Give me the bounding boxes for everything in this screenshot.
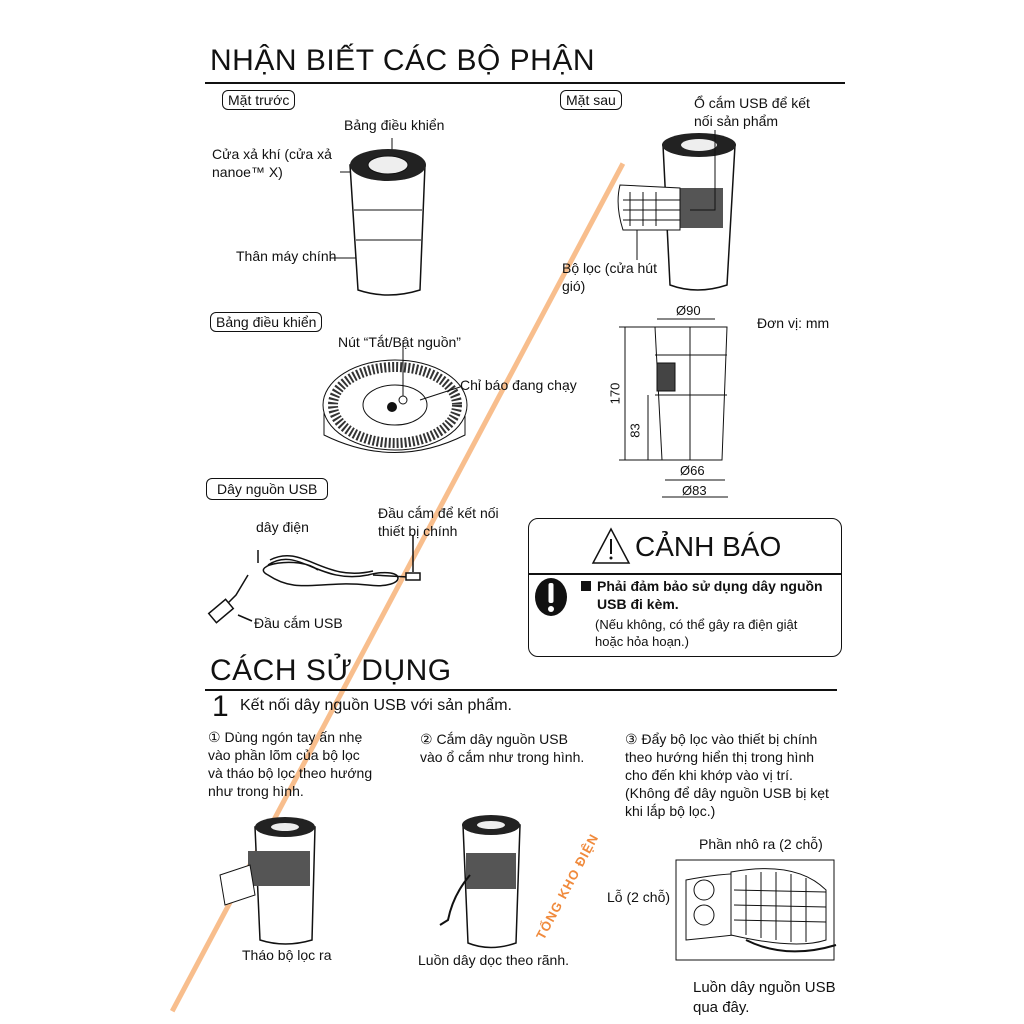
unit-label: Đơn vị: mm (757, 315, 830, 331)
substep-marker: ② (420, 731, 433, 747)
power-button-label: Nút “Tắt/Bật nguồn” (338, 334, 461, 350)
step-title: Kết nối dây nguồn USB với sản phẩm. (240, 697, 512, 714)
device-plug-label: Đầu cắm để kết nối thiết bị chính (378, 505, 499, 539)
insert-filter-illustration (675, 859, 837, 961)
usb-plug-label: Đầu cắm USB (254, 615, 343, 631)
warning-note: (Nếu không, có thể gây ra điện giật hoặc… (595, 617, 798, 649)
step-number: 1 (212, 690, 229, 723)
dimension-drawing (619, 318, 728, 498)
substep-2: ② Cắm dây nguồn USB vào ổ cắm như trong … (420, 730, 585, 766)
bullet-square (581, 581, 591, 591)
warning-main: Phải đảm bảo sử dụng dây nguồn USB đi kè… (597, 578, 823, 612)
indicator-label: Chỉ báo đang chạy (460, 377, 577, 393)
front-label: Mặt trước (222, 90, 296, 110)
warning-box: CẢNH BÁO Phải đảm bảo sử dụng dây nguồn … (528, 518, 842, 657)
usb-cable-illustration (207, 535, 421, 624)
substep-text: Đẩy bộ lọc vào thiết bị chính theo hướng… (625, 731, 829, 819)
remove-filter-illustration (219, 817, 316, 945)
divider (529, 573, 841, 575)
substep-marker: ③ (625, 731, 638, 747)
protrusion-label: Phần nhô ra (2 chỗ) (699, 836, 823, 852)
front-view-illustration (330, 138, 426, 296)
control-panel-label: Bảng điều khiển (344, 117, 445, 133)
substep-1: ① Dùng ngón tay ấn nhẹ vào phần lõm của … (208, 728, 378, 800)
section-title-parts: NHẬN BIẾT CÁC BỘ PHẬN (210, 44, 596, 77)
exclamation-icon (535, 578, 567, 616)
panel-label: Bảng điều khiển (210, 312, 323, 332)
holes-label: Lỗ (2 chỗ) (607, 889, 671, 905)
route-cable-illustration (439, 815, 521, 949)
substep-1-caption: Tháo bộ lọc ra (242, 947, 332, 963)
substep-3-caption: Luồn dây nguồn USB qua đây. (693, 979, 836, 1016)
section-title-usage: CÁCH SỬ DỤNG (210, 654, 452, 687)
filter-label: Bộ lọc (cửa hút gió) (562, 260, 657, 294)
substep-text: Cắm dây nguồn USB vào ổ cắm như trong hì… (420, 731, 585, 765)
substep-text: Dùng ngón tay ấn nhẹ vào phần lõm của bộ… (208, 729, 373, 799)
watermark: TỔNG KHO ĐIỆN (533, 831, 602, 943)
dim-bottom-inner: Ø66 (680, 463, 705, 478)
substep-3: ③ Đẩy bộ lọc vào thiết bị chính theo hướ… (625, 730, 840, 820)
back-label: Mặt sau (560, 90, 622, 110)
warning-title: CẢNH BÁO (635, 531, 782, 562)
back-view-illustration (617, 130, 736, 291)
divider (205, 689, 837, 691)
dim-top-diameter: Ø90 (676, 303, 701, 318)
air-outlet-label: Cửa xả khí (cửa xả nanoe™ X) (212, 146, 332, 180)
main-body-label: Thân máy chính (236, 248, 337, 264)
control-panel-illustration (322, 340, 468, 453)
usb-port-label: Ổ cắm USB để kết nối sản phẩm (694, 95, 810, 129)
dim-bottom-outer: Ø83 (682, 483, 707, 498)
warning-triangle-icon (591, 527, 631, 564)
divider (205, 82, 845, 84)
usb-cable-label: Dây nguồn USB (206, 478, 329, 500)
wire-label: dây điện (256, 519, 309, 535)
substep-marker: ① (208, 729, 221, 745)
substep-2-caption: Luồn dây dọc theo rãnh. (418, 952, 570, 968)
